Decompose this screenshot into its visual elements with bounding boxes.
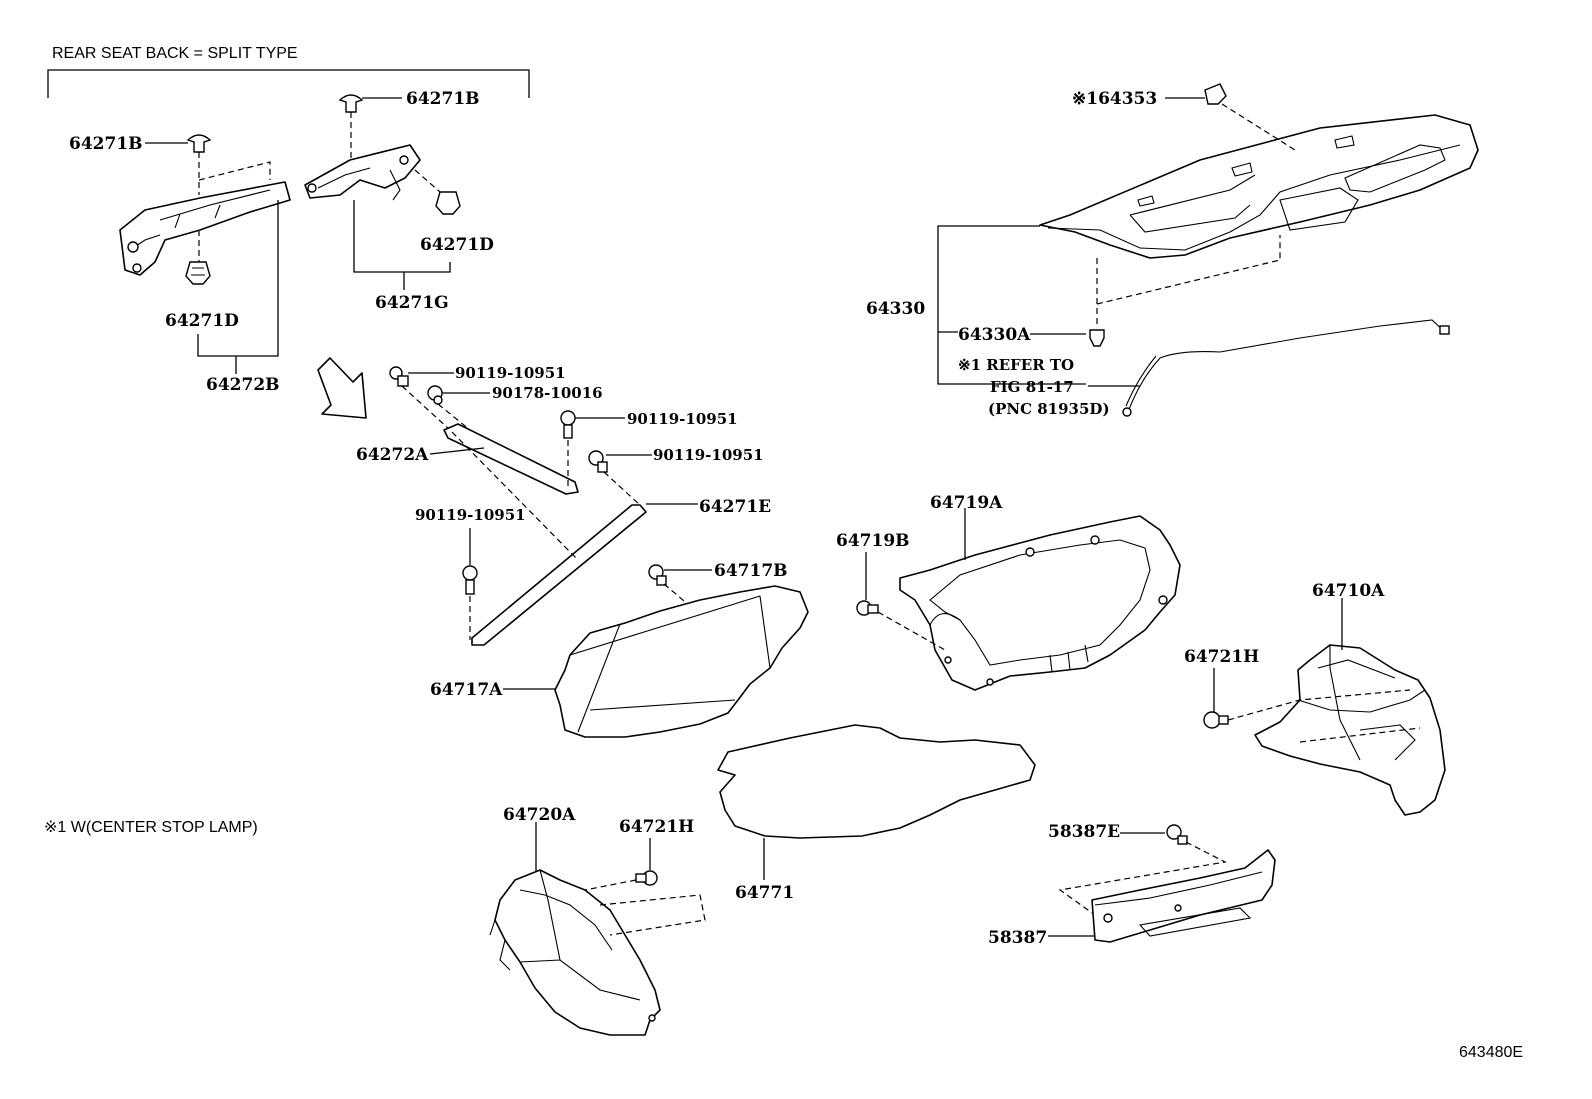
seat-back-bracket-right (304, 144, 421, 201)
side-trim-64720A (489, 869, 661, 1036)
label-58387E: 58387E (1048, 822, 1120, 842)
bolt-90119-a (389, 366, 409, 387)
dash-164353 (1221, 103, 1296, 151)
label-64271D-left: 64271D (165, 311, 239, 331)
leader-64272B (197, 200, 279, 357)
trunk-mat-64771 (717, 724, 1036, 839)
bolt-90119-d (462, 565, 478, 595)
clip-64330A (1089, 329, 1105, 347)
clip-164353 (1204, 83, 1227, 105)
label-64271G: 64271G (375, 293, 449, 313)
label-64720A: 64720A (503, 805, 576, 825)
clip-64271D-right (435, 191, 461, 215)
reference-line2: FIG 81-17 (990, 378, 1074, 396)
label-64710A: 64710A (1312, 581, 1385, 601)
brace-64272A (443, 423, 579, 495)
dash-64272A-to-64271E (451, 431, 579, 561)
reference-line1: ※1 REFER TO (958, 356, 1074, 374)
package-tray-64330 (1039, 114, 1479, 259)
trim-panel-64717A (554, 585, 809, 738)
label-90119-d: 90119-10951 (415, 506, 526, 524)
dash-64721H-left (584, 879, 706, 936)
label-64271B-top: 64271B (406, 89, 480, 109)
label-64719A: 64719A (930, 493, 1003, 513)
clip-64271D-left (185, 261, 211, 285)
seat-back-bracket-left (119, 181, 291, 276)
label-90119-c: 90119-10951 (653, 446, 764, 464)
figure-code: 643480E (1459, 1044, 1523, 1061)
label-90178: 90178-10016 (492, 384, 603, 402)
label-64717A: 64717A (430, 680, 503, 700)
clip-64271B-left (186, 134, 212, 153)
clip-64271B-top (338, 94, 364, 113)
side-trim-64710A (1254, 644, 1446, 816)
harness-connector-right (1439, 325, 1450, 335)
dash-64271D-right (414, 169, 441, 193)
clip-64717B (648, 564, 667, 586)
reference-line3: (PNC 81935D) (988, 400, 1110, 418)
bolt-90119-b (560, 410, 576, 439)
label-90119-b: 90119-10951 (627, 410, 738, 428)
label-64330: 64330 (866, 299, 925, 319)
leader-64271G (353, 200, 451, 273)
dash-64719B (877, 611, 946, 651)
label-64272B: 64272B (206, 375, 280, 395)
leader-64272A (429, 447, 485, 455)
dash-64717B (663, 583, 691, 607)
label-58387: 58387 (988, 928, 1047, 948)
label-64271B-left: 64271B (69, 134, 143, 154)
label-64771: 64771 (735, 883, 794, 903)
brace-64271E (471, 504, 647, 646)
footnote-center-stop-lamp: ※1 W(CENTER STOP LAMP) (44, 819, 258, 836)
label-64721H-right: 64721H (1184, 647, 1259, 667)
label-164353: ※164353 (1072, 89, 1157, 109)
label-64721H-left: 64721H (619, 817, 694, 837)
clip-64719B (856, 600, 879, 616)
label-64330A: 64330A (958, 325, 1031, 345)
clip-64721H-left (635, 870, 658, 886)
clip-90178 (427, 385, 443, 405)
label-64271E: 64271E (699, 497, 771, 517)
stop-lamp-harness (1127, 319, 1446, 413)
label-64272A: 64272A (356, 445, 429, 465)
front-direction-arrow (317, 357, 367, 419)
harness-connector-left (1122, 407, 1132, 417)
dash-58387E (1058, 841, 1227, 916)
dash-90119-c (603, 471, 641, 506)
rear-seat-back-note: REAR SEAT BACK = SPLIT TYPE (52, 45, 298, 62)
clip-64721H-right (1203, 711, 1229, 729)
label-64719B: 64719B (836, 531, 910, 551)
leader-64330-bracket (937, 225, 1086, 385)
trunk-lid-trim-64719A (899, 515, 1181, 691)
label-90119-a: 90119-10951 (455, 364, 566, 382)
split-type-bracket (47, 69, 530, 98)
label-64271D-right: 64271D (420, 235, 494, 255)
dash-64721H-right (1227, 689, 1421, 743)
scuff-plate-58387 (1091, 849, 1276, 943)
label-64717B: 64717B (714, 561, 788, 581)
clip-58387E (1166, 824, 1188, 845)
dash-64330A (1096, 235, 1281, 328)
dash-90119-a (401, 385, 471, 431)
bolt-90119-c (588, 450, 608, 473)
dash-64271B-left (198, 152, 271, 195)
